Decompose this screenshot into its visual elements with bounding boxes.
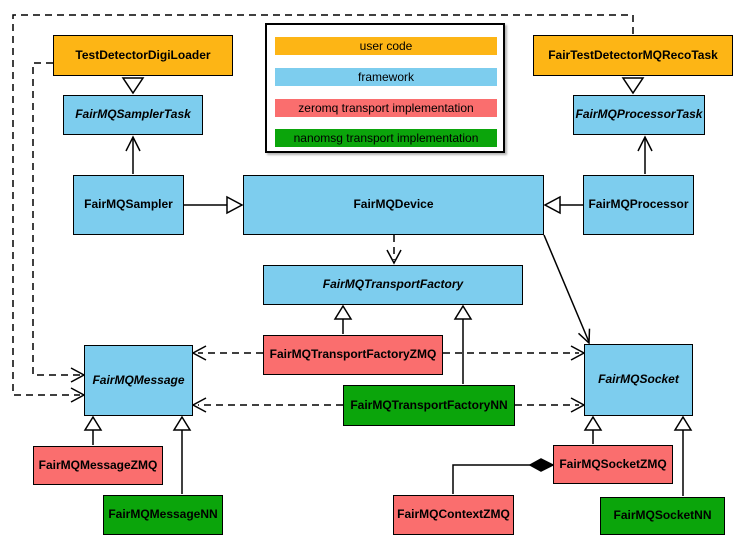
edge-factoryzmq-socket <box>443 345 586 361</box>
legend-label-zeromq: zeromq transport implementation <box>298 101 474 115</box>
node-fairmq-socket: FairMQSocket <box>584 344 693 416</box>
legend-label-nanomsg: nanomsg transport implementation <box>293 131 479 145</box>
node-fairmq-socket-zmq: FairMQSocketZMQ <box>553 445 673 484</box>
edge-factorynn-socket <box>515 397 586 413</box>
legend-item-nanomsg: nanomsg transport implementation <box>275 129 497 147</box>
edge-device-transportfactory <box>386 235 402 265</box>
legend-item-framework: framework <box>275 68 497 86</box>
edge-recotask-processortask <box>621 77 645 95</box>
edge-factorynn-message <box>191 397 343 413</box>
node-fairmq-message-nn: FairMQMessageNN <box>103 495 223 535</box>
edge-processor-device <box>543 195 583 215</box>
node-fairmq-message-zmq: FairMQMessageZMQ <box>33 446 163 485</box>
node-test-detector-digi-loader: TestDetectorDigiLoader <box>53 35 233 76</box>
node-fairmq-transport-factory-zmq: FairMQTransportFactoryZMQ <box>263 335 443 375</box>
legend-item-user-code: user code <box>275 37 497 55</box>
edge-messagenn-message <box>172 415 192 494</box>
node-fairmq-context-zmq: FairMQContextZMQ <box>393 495 514 535</box>
node-fairmq-transport-factory-nn: FairMQTransportFactoryNN <box>343 385 515 426</box>
node-fairmq-sampler: FairMQSampler <box>73 175 184 235</box>
edge-messagezmq-message <box>83 415 103 445</box>
edge-factorynn-transportfactory <box>453 304 473 384</box>
legend-item-zeromq: zeromq transport implementation <box>275 99 497 117</box>
edge-socketnn-socket <box>673 415 693 496</box>
edge-digiloader-samplertask <box>121 77 145 95</box>
edge-sampler-device <box>184 195 244 215</box>
node-fairmq-socket-nn: FairMQSocketNN <box>600 497 725 535</box>
node-fair-test-detector-mq-reco-task: FairTestDetectorMQRecoTask <box>533 35 733 76</box>
legend-label-framework: framework <box>357 70 414 84</box>
edge-socketzmq-socket <box>583 415 603 444</box>
legend: user code framework zeromq transport imp… <box>265 23 505 153</box>
node-fairmq-message: FairMQMessage <box>84 345 193 416</box>
edge-processor-processortask <box>637 135 653 174</box>
edge-factoryzmq-transportfactory <box>333 304 353 334</box>
legend-label-user-code: user code <box>359 39 413 53</box>
node-fairmq-processor-task: FairMQProcessorTask <box>573 95 705 135</box>
node-fairmq-sampler-task: FairMQSamplerTask <box>63 95 203 135</box>
edge-factoryzmq-message <box>191 345 263 361</box>
edge-contextzmq-socketzmq <box>452 458 555 494</box>
node-fairmq-device: FairMQDevice <box>243 175 544 235</box>
edge-sampler-samplertask <box>125 135 141 174</box>
edge-device-socket <box>543 234 591 345</box>
node-fairmq-transport-factory: FairMQTransportFactory <box>263 265 523 305</box>
node-fairmq-processor: FairMQProcessor <box>583 175 694 235</box>
